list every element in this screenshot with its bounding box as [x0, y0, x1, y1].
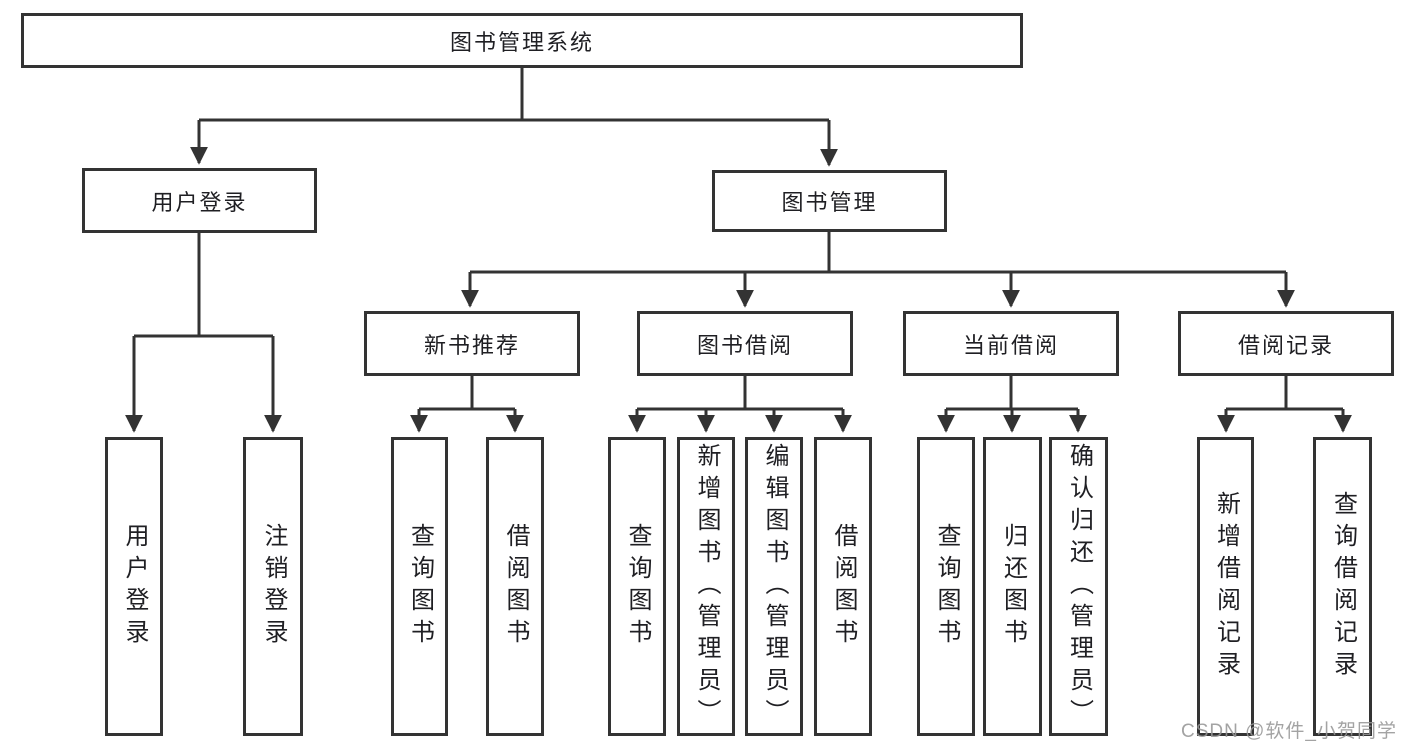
connector-current-borrow	[946, 376, 1078, 411]
connector-borrow-records	[1226, 376, 1343, 411]
leaf-query-books-recommend: 查询图书	[391, 437, 448, 736]
leaf-add-borrow-record: 新增借阅记录	[1197, 437, 1254, 736]
leaf-user-login: 用户登录	[105, 437, 163, 736]
leaf-query-books-current: 查询图书	[917, 437, 975, 736]
leaf-add-book-admin-label: 新增图书（管理员）	[693, 442, 720, 731]
connector-new-book-recommend	[419, 376, 515, 411]
node-borrow-records: 借阅记录	[1178, 311, 1394, 376]
leaf-borrow-books-borrow-label: 借阅图书	[830, 522, 857, 651]
node-borrow-records-label: 借阅记录	[1237, 332, 1334, 358]
leaf-return-book-label: 归还图书	[999, 522, 1027, 651]
leaf-confirm-return-admin: 确认归还（管理员）	[1049, 437, 1108, 736]
leaf-return-book: 归还图书	[983, 437, 1042, 736]
leaf-query-borrow-record-label: 查询借阅记录	[1329, 490, 1357, 683]
leaf-query-borrow-record: 查询借阅记录	[1313, 437, 1372, 736]
connector-book-borrow	[637, 376, 843, 411]
leaf-query-books-current-label: 查询图书	[933, 522, 960, 651]
leaf-query-books-borrow: 查询图书	[608, 437, 666, 736]
leaf-borrow-books-recommend: 借阅图书	[486, 437, 544, 736]
leaf-query-books-recommend-label: 查询图书	[406, 522, 434, 651]
node-root-label: 图书管理系统	[449, 29, 594, 55]
leaf-query-books-borrow-label: 查询图书	[624, 522, 651, 651]
leaf-add-borrow-record-label: 新增借阅记录	[1212, 490, 1240, 683]
leaf-borrow-books-borrow: 借阅图书	[814, 437, 872, 736]
node-new-book-recommend: 新书推荐	[364, 311, 580, 376]
node-new-book-recommend-label: 新书推荐	[423, 332, 520, 358]
node-user-login: 用户登录	[82, 168, 317, 233]
node-book-borrow: 图书借阅	[637, 311, 853, 376]
leaf-edit-book-admin-label: 编辑图书（管理员）	[761, 442, 788, 731]
leaf-user-login-label: 用户登录	[121, 522, 148, 651]
csdn-watermark: CSDN @软件_小贺同学	[1181, 721, 1397, 742]
leaf-edit-book-admin: 编辑图书（管理员）	[745, 437, 803, 736]
connector-user-login	[134, 233, 273, 338]
connector-book-management	[470, 232, 1286, 274]
connector-root	[199, 68, 829, 122]
node-book-borrow-label: 图书借阅	[696, 332, 793, 358]
node-book-management: 图书管理	[712, 170, 947, 232]
leaf-logout: 注销登录	[243, 437, 303, 736]
node-root: 图书管理系统	[21, 13, 1023, 68]
node-current-borrow: 当前借阅	[903, 311, 1119, 376]
node-user-login-label: 用户登录	[151, 189, 248, 215]
leaf-borrow-books-recommend-label: 借阅图书	[502, 522, 529, 651]
node-book-management-label: 图书管理	[781, 190, 878, 215]
leaf-logout-label: 注销登录	[260, 522, 287, 651]
leaf-confirm-return-admin-label: 确认归还（管理员）	[1065, 442, 1093, 731]
leaf-add-book-admin: 新增图书（管理员）	[677, 437, 735, 736]
node-current-borrow-label: 当前借阅	[962, 332, 1059, 358]
